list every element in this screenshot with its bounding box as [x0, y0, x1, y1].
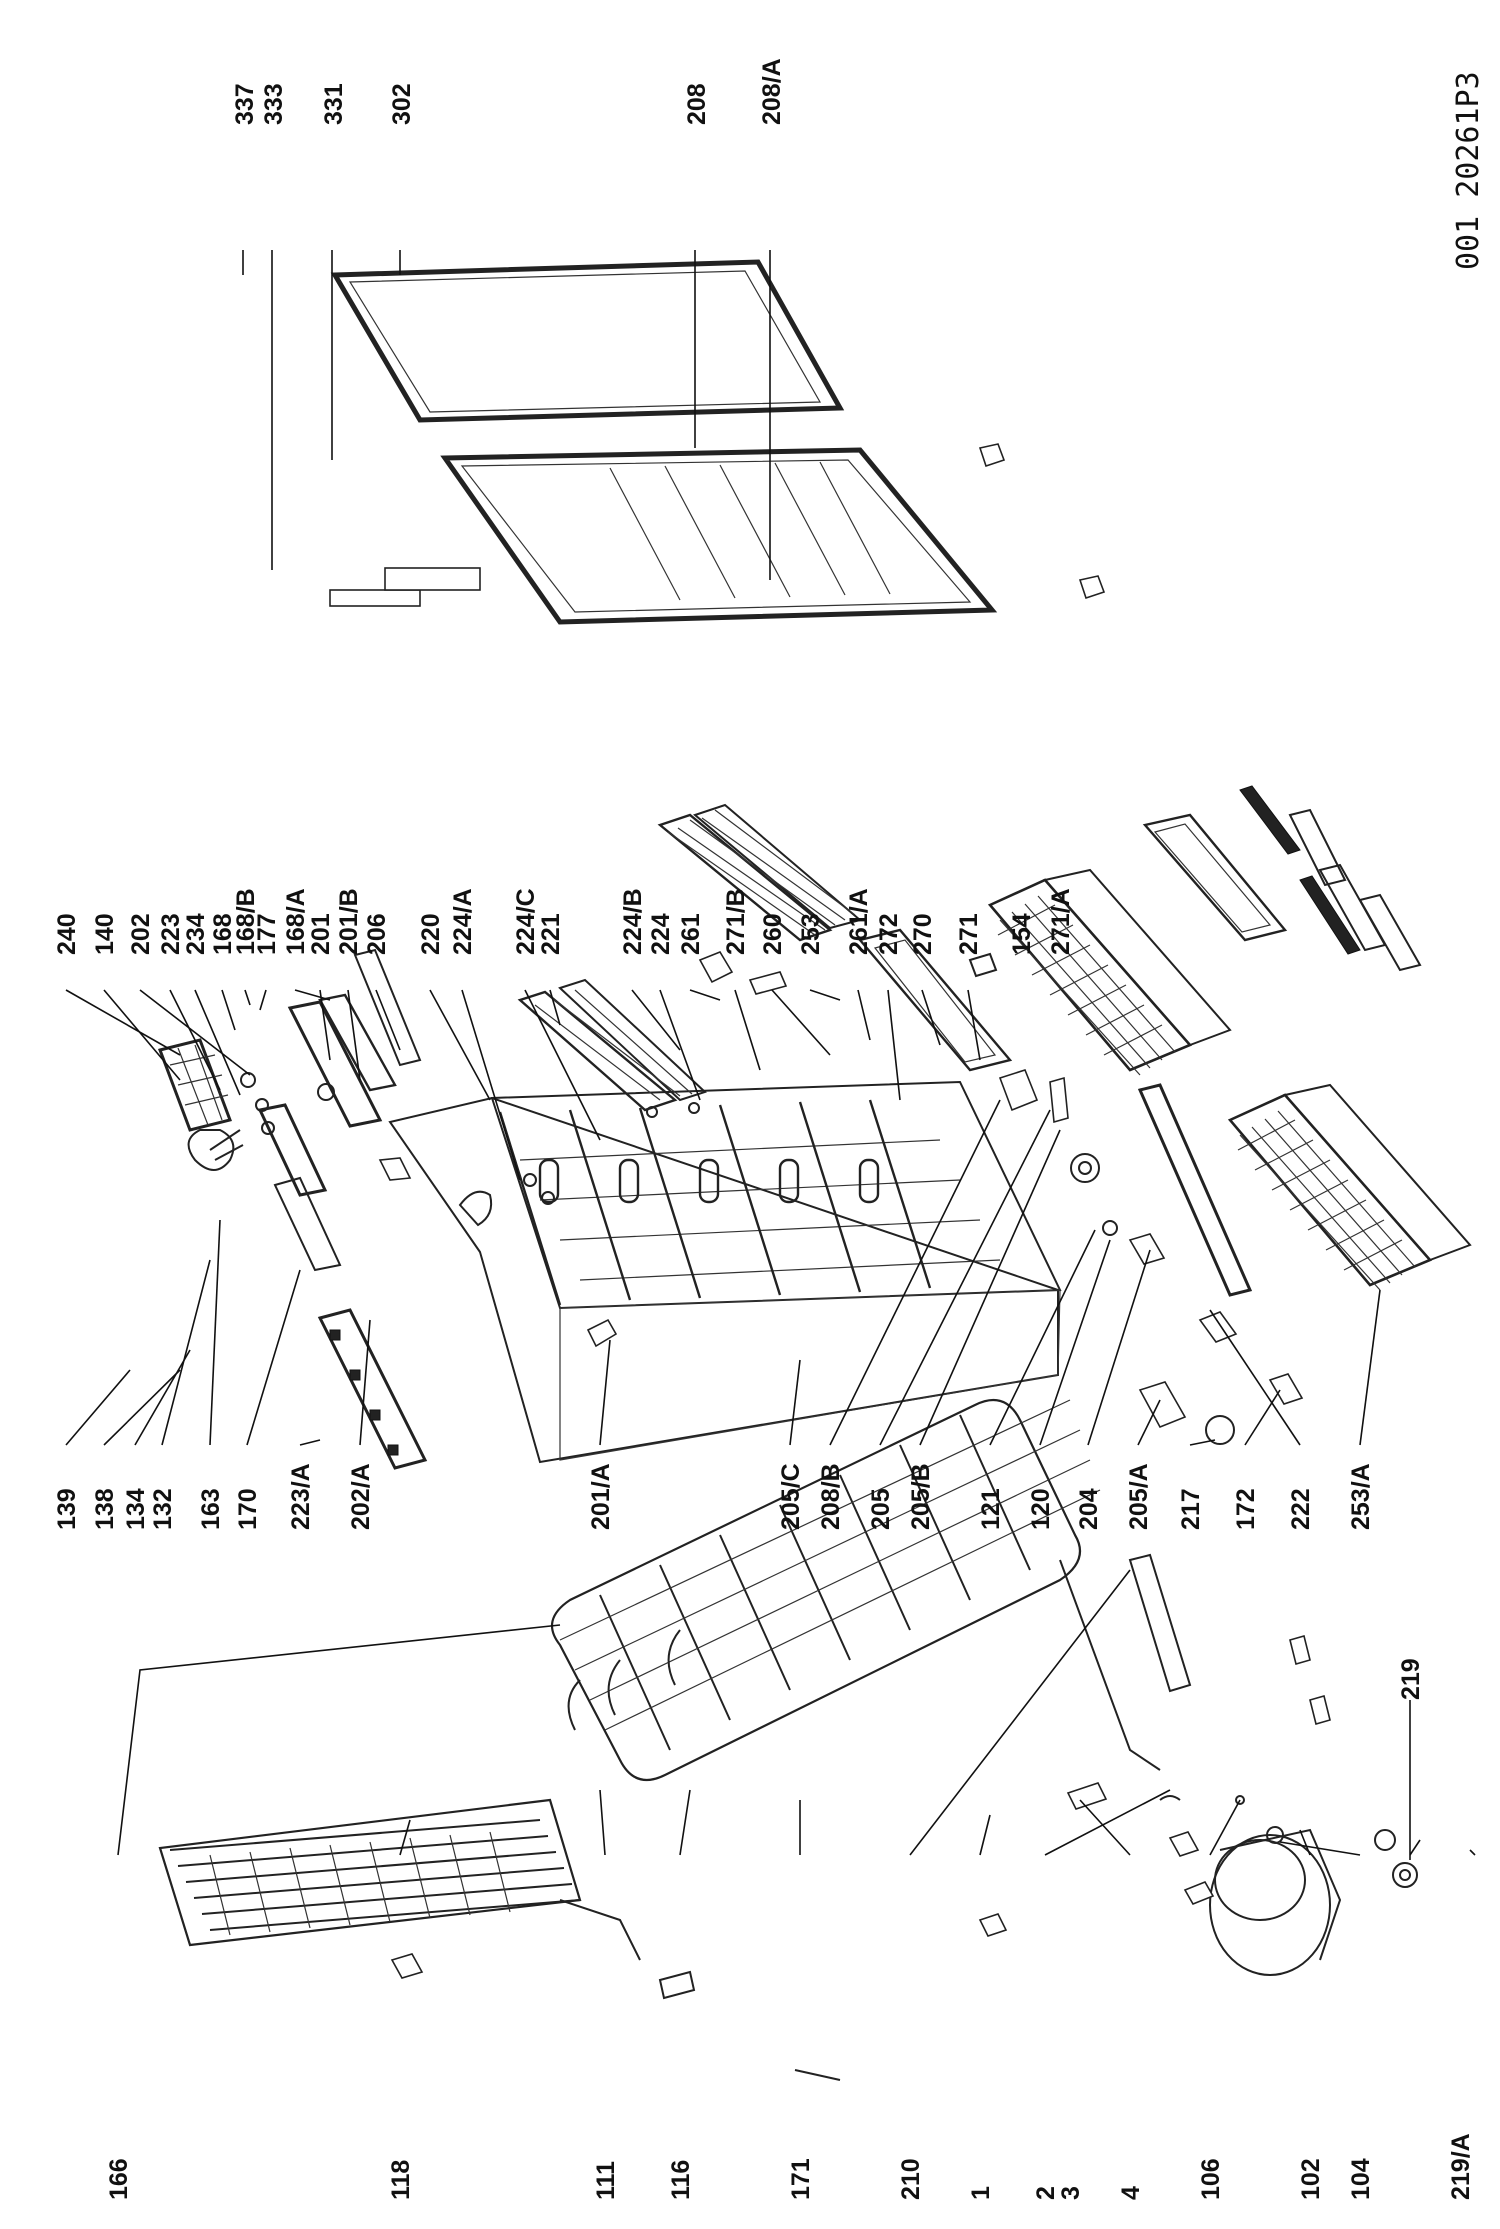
label-111: 111 [592, 2161, 620, 2200]
label-168a: 168/A [282, 888, 310, 955]
label-223a: 223/A [287, 1463, 315, 1530]
small-parts-icon [390, 1635, 1418, 2081]
label-166: 166 [105, 2158, 133, 2200]
label-2: 2 [1032, 2186, 1060, 2200]
label-177: 177 [253, 913, 281, 955]
label-224a: 224/A [449, 888, 477, 955]
shelf-icon [657, 803, 863, 995]
label-172: 172 [1232, 1488, 1260, 1530]
door-icon [329, 259, 1106, 625]
label-132: 132 [149, 1488, 177, 1530]
label-337: 337 [231, 83, 259, 125]
label-208b: 208/B [817, 1463, 845, 1530]
condenser-grid-icon [158, 1798, 641, 1961]
drawing-code: 001 20261P3 [1451, 71, 1486, 270]
label-224c: 224/C [512, 888, 540, 955]
label-302: 302 [388, 83, 416, 125]
label-217: 217 [1177, 1488, 1205, 1530]
label-104: 104 [1347, 2158, 1375, 2200]
shelf-icon [517, 978, 707, 1118]
label-168: 168 [209, 913, 237, 955]
label-272: 272 [875, 913, 903, 955]
label-205c: 205/C [777, 1463, 805, 1530]
fan-coil-icon [998, 1069, 1304, 1445]
label-154: 154 [1008, 913, 1036, 955]
label-168b: 168/B [232, 888, 260, 955]
label-170: 170 [234, 1488, 262, 1530]
label-118: 118 [387, 2160, 415, 2200]
label-219: 219 [1397, 1658, 1425, 1700]
label-163: 163 [197, 1488, 225, 1530]
label-270: 270 [909, 913, 937, 955]
label-253a: 253/A [1347, 1463, 1375, 1530]
label-201a: 201/A [587, 1463, 615, 1530]
label-116: 116 [667, 2160, 695, 2200]
control-panel-icon [158, 1000, 428, 1470]
label-261a: 261/A [845, 888, 873, 955]
basket-icon [1227, 1083, 1472, 1291]
label-261: 261 [677, 913, 705, 955]
label-220: 220 [417, 913, 445, 955]
label-253: 253 [797, 913, 825, 955]
basket-icon [987, 868, 1232, 1076]
label-205b: 205/B [907, 1463, 935, 1530]
label-202: 202 [127, 913, 155, 955]
label-202a: 202/A [347, 1463, 375, 1530]
label-106: 106 [1197, 2158, 1225, 2200]
label-4: 4 [1117, 2186, 1145, 2200]
label-205: 205 [867, 1488, 895, 1530]
label-222: 222 [1287, 1488, 1315, 1530]
label-171: 171 [787, 2158, 815, 2200]
label-206: 206 [363, 913, 391, 955]
label-271a: 271/A [1047, 888, 1075, 955]
label-205a: 205/A [1125, 1463, 1153, 1530]
label-223: 223 [157, 913, 185, 955]
label-210: 210 [897, 2158, 925, 2200]
label-139: 139 [53, 1488, 81, 1530]
label-224b: 224/B [619, 888, 647, 955]
drawer-icon [1142, 785, 1422, 972]
label-271: 271 [955, 913, 983, 955]
label-140: 140 [91, 913, 119, 955]
leader-lines [65, 250, 1476, 1860]
label-1: 1 [967, 2186, 995, 2200]
part-labels: 337 333 331 302 208 208/A 240 140 202 22… [53, 58, 1475, 2200]
label-331: 331 [320, 83, 348, 125]
label-120: 120 [1027, 1488, 1055, 1530]
label-224: 224 [647, 913, 675, 955]
ice-tray-icon [158, 1038, 232, 1132]
label-221: 221 [537, 913, 565, 955]
label-134: 134 [122, 1488, 150, 1530]
label-3: 3 [1057, 2186, 1085, 2200]
cabinet-icon [388, 1080, 1062, 1464]
label-271b: 271/B [722, 888, 750, 955]
label-219a: 219/A [1447, 2133, 1475, 2200]
label-240: 240 [53, 913, 81, 955]
label-121: 121 [977, 1488, 1005, 1530]
compressor-icon [1168, 1826, 1396, 1976]
label-201b: 201/B [335, 888, 363, 955]
rail-icon [318, 948, 555, 1227]
label-204: 204 [1075, 1488, 1103, 1530]
label-208a: 208/A [758, 58, 786, 125]
label-208: 208 [683, 83, 711, 125]
label-138: 138 [91, 1488, 119, 1530]
label-201: 201 [307, 913, 335, 955]
evaporator-coil-icon [550, 1398, 1192, 1782]
label-260: 260 [759, 913, 787, 955]
label-234: 234 [182, 913, 210, 955]
label-102: 102 [1297, 2158, 1325, 2200]
label-333: 333 [260, 83, 288, 125]
